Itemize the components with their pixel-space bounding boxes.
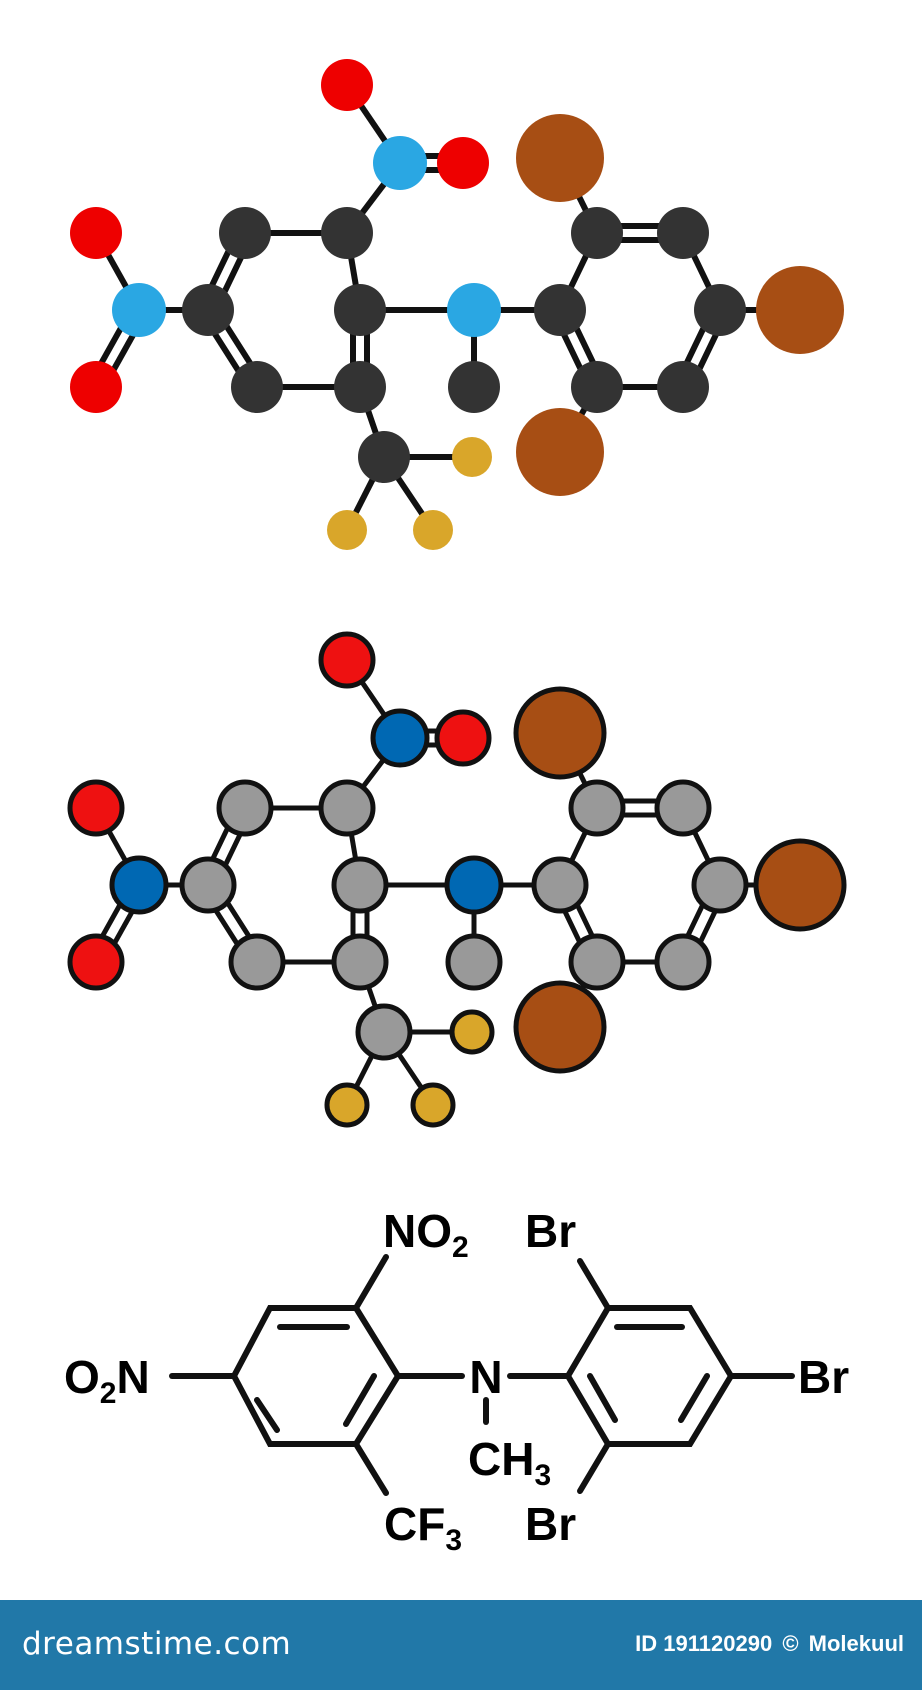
carbon-atom bbox=[179, 856, 237, 914]
outlined-ball-model bbox=[67, 631, 847, 1128]
nitrogen-atom bbox=[373, 136, 427, 190]
left-ring-double-3 bbox=[343, 1373, 377, 1427]
carbon-atom bbox=[691, 856, 749, 914]
bromine-atom bbox=[513, 686, 607, 780]
carbon-atom bbox=[654, 933, 712, 991]
right-ring-double-3 bbox=[587, 1373, 618, 1423]
ball-and-stick-model bbox=[70, 59, 844, 550]
bromine-atom bbox=[753, 838, 847, 932]
carbon-atom bbox=[568, 933, 626, 991]
fluorine-atom bbox=[452, 437, 492, 477]
fluorine-atom bbox=[410, 1082, 456, 1128]
fluorine-atom bbox=[449, 1009, 495, 1055]
bromine-atom bbox=[516, 408, 604, 496]
label-o2n-left: O2N bbox=[64, 1351, 150, 1410]
right-ring-double-2 bbox=[678, 1373, 710, 1423]
carbon-atom bbox=[568, 779, 626, 837]
label-br-right: Br bbox=[798, 1351, 849, 1403]
oxygen-atom bbox=[318, 631, 376, 689]
carbon-atom bbox=[358, 431, 410, 483]
fluorine-atom bbox=[327, 510, 367, 550]
carbon-atom bbox=[182, 284, 234, 336]
label-no2-top: NO2 bbox=[383, 1205, 469, 1264]
oxygen-atom bbox=[434, 709, 492, 767]
label-br-top: Br bbox=[525, 1205, 576, 1257]
oxygen-atom bbox=[67, 779, 125, 837]
label-nitrogen: N bbox=[469, 1351, 502, 1403]
oxygen-atom bbox=[70, 207, 122, 259]
carbon-atom bbox=[571, 361, 623, 413]
carbon-atom bbox=[318, 779, 376, 837]
image-id: ID 191120290 bbox=[635, 1631, 773, 1656]
image-credit: ID 191120290 © Molekuul bbox=[631, 1631, 904, 1657]
carbon-atom bbox=[334, 284, 386, 336]
label-br-bottom: Br bbox=[525, 1498, 576, 1550]
molecule-illustration: NO2 O2N N CH3 CF3 Br Br Br bbox=[64, 59, 849, 1557]
bromine-atom bbox=[516, 114, 604, 202]
carbon-atom bbox=[654, 779, 712, 837]
skeletal-formula bbox=[169, 1254, 795, 1496]
carbon-atom bbox=[216, 779, 274, 837]
carbon-atom bbox=[231, 361, 283, 413]
bond-nitro-top bbox=[353, 1254, 389, 1311]
left-ring-double-2 bbox=[254, 1397, 280, 1433]
bond-cf3 bbox=[353, 1441, 389, 1496]
oxygen-atom bbox=[321, 59, 373, 111]
nitrogen-atom bbox=[447, 283, 501, 337]
bromine-atom bbox=[513, 980, 607, 1074]
carbon-atom bbox=[571, 207, 623, 259]
bond-br-top bbox=[577, 1258, 611, 1311]
footer-bar: dreamstime.com ID 191120290 © Molekuul bbox=[0, 1600, 922, 1690]
nitrogen-atom bbox=[370, 708, 430, 768]
carbon-atom bbox=[445, 933, 503, 991]
bond-br-bottom bbox=[577, 1441, 611, 1494]
oxygen-atom bbox=[67, 933, 125, 991]
fluorine-atom bbox=[413, 510, 453, 550]
label-methyl: CH3 bbox=[468, 1433, 551, 1492]
skeletal-labels: NO2 O2N N CH3 CF3 Br Br Br bbox=[64, 1205, 849, 1557]
carbon-atom bbox=[331, 933, 389, 991]
carbon-atom bbox=[321, 207, 373, 259]
author-name[interactable]: Molekuul bbox=[808, 1631, 904, 1656]
carbon-atom bbox=[219, 207, 271, 259]
carbon-atom bbox=[355, 1003, 413, 1061]
carbon-atom bbox=[694, 284, 746, 336]
carbon-atom bbox=[331, 856, 389, 914]
carbon-atom bbox=[448, 361, 500, 413]
oxygen-atom bbox=[70, 361, 122, 413]
carbon-atom bbox=[228, 933, 286, 991]
carbon-atom bbox=[531, 856, 589, 914]
fluorine-atom bbox=[324, 1082, 370, 1128]
carbon-atom bbox=[657, 361, 709, 413]
oxygen-atom bbox=[437, 137, 489, 189]
carbon-atom bbox=[334, 361, 386, 413]
brand-name[interactable]: dreamstime.com bbox=[22, 1626, 292, 1662]
label-cf3: CF3 bbox=[384, 1498, 462, 1557]
nitrogen-atom bbox=[112, 283, 166, 337]
copyright-icon: © bbox=[782, 1631, 799, 1656]
carbon-atom bbox=[534, 284, 586, 336]
nitrogen-atom bbox=[444, 855, 504, 915]
nitrogen-atom bbox=[109, 855, 169, 915]
bromine-atom bbox=[756, 266, 844, 354]
carbon-atom bbox=[657, 207, 709, 259]
